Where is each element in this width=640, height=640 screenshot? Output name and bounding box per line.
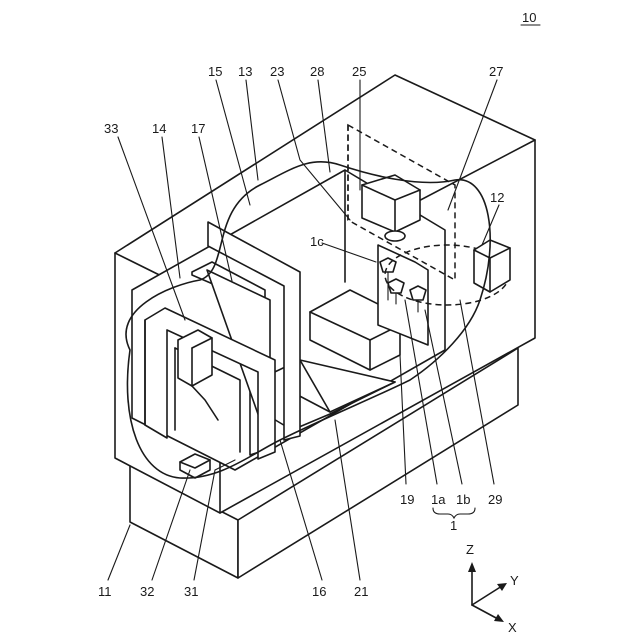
callout-1a: 1a	[431, 492, 446, 507]
callout-15: 15	[208, 64, 222, 79]
callout-14: 14	[152, 121, 166, 136]
axes-indicator: Z Y X	[466, 542, 519, 635]
callout-19: 19	[400, 492, 414, 507]
callout-32: 31	[184, 584, 198, 599]
callout-12: 12	[490, 190, 504, 205]
callout-1b: 1b	[456, 492, 470, 507]
callout-13: 13	[238, 64, 252, 79]
callout-25: 25	[352, 64, 366, 79]
callout-33: 32	[140, 584, 154, 599]
axis-label-z: Z	[466, 542, 474, 557]
callout-28: 28	[310, 64, 324, 79]
axis-label-y: Y	[510, 573, 519, 588]
callout-29: 29	[488, 492, 502, 507]
figure-number: 10	[521, 10, 540, 25]
callout-21: 21	[354, 584, 368, 599]
callout-16: 16	[312, 584, 326, 599]
callout-1c: 1c	[310, 234, 324, 249]
callout-23: 23	[270, 64, 284, 79]
callout-11: 11	[98, 584, 112, 599]
svg-text:10: 10	[522, 10, 536, 25]
callout-17: 17	[191, 121, 205, 136]
axis-label-x: X	[508, 620, 517, 635]
callout-31: 33	[104, 121, 118, 136]
callout-1: 1	[450, 518, 457, 533]
callout-27: 27	[489, 64, 503, 79]
housing	[115, 75, 535, 513]
